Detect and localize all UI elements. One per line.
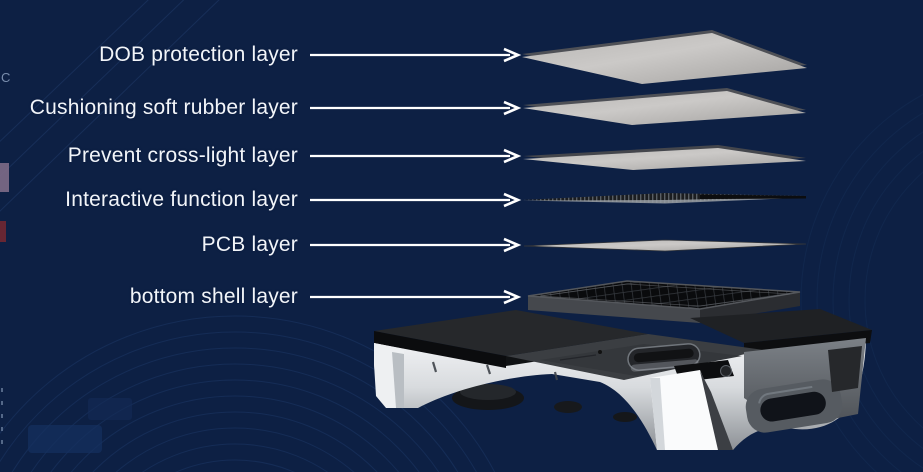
- screw-hole: [720, 365, 732, 377]
- arrow-to-interactive-strip: [310, 192, 522, 208]
- device-feet: [452, 384, 637, 422]
- concentric-arcs-left: [0, 315, 496, 472]
- arrow-to-dob-panel: [310, 47, 522, 63]
- bottom-shell-tray: [527, 280, 801, 323]
- arrow-to-cushioning-panel: [310, 100, 522, 116]
- label-dob-protection-layer: DOB protection layer: [99, 43, 298, 66]
- tray-side-left: [528, 296, 700, 323]
- edge-dots: [1, 388, 3, 444]
- arrow-to-bottom-shell-tray: [310, 289, 522, 305]
- corner-pillar: [650, 370, 733, 450]
- device-base: [374, 309, 872, 450]
- annotation-row-dob: DOB protection layer: [0, 41, 524, 69]
- annotation-row-cross-light: Prevent cross-light layer: [0, 142, 524, 170]
- annotation-row-pcb: PCB layer: [0, 231, 524, 259]
- label-pcb-layer: PCB layer: [201, 233, 298, 256]
- annotation-row-interactive: Interactive function layer: [0, 186, 524, 214]
- cross-light-panel: [523, 145, 806, 170]
- annotation-row-bottom-shell: bottom shell layer: [0, 283, 524, 311]
- tray-side-right: [700, 292, 800, 323]
- annotation-row-cushioning: Cushioning soft rubber layer: [0, 94, 524, 122]
- label-cross-light-layer: Prevent cross-light layer: [67, 144, 298, 167]
- right-block: [744, 338, 866, 433]
- diagonal-lines: [0, 0, 220, 212]
- label-cushioning-rubber-layer: Cushioning soft rubber layer: [29, 96, 298, 119]
- edge-letter: C: [1, 70, 10, 85]
- edge-chip-red: [0, 221, 6, 242]
- faint-blob-2: [88, 398, 132, 420]
- dob-protection-panel: [522, 30, 807, 84]
- pcb-strip: [523, 239, 807, 252]
- arrow-to-pcb-strip: [310, 237, 522, 253]
- handle-cutout: [745, 379, 843, 433]
- right-end-inset: [828, 346, 862, 392]
- center-connector: [627, 343, 701, 372]
- center-platform: [506, 334, 764, 382]
- concentric-arcs-right: [800, 94, 923, 472]
- interactive-function-strip: [522, 193, 806, 204]
- cushioning-rubber-panel: [523, 88, 806, 125]
- label-bottom-shell-layer: bottom shell layer: [129, 285, 298, 308]
- label-interactive-function-layer: Interactive function layer: [65, 188, 298, 211]
- faint-blob: [28, 425, 102, 453]
- arrow-to-cross-light-panel: [310, 148, 522, 164]
- edge-chip-purple: [0, 163, 9, 192]
